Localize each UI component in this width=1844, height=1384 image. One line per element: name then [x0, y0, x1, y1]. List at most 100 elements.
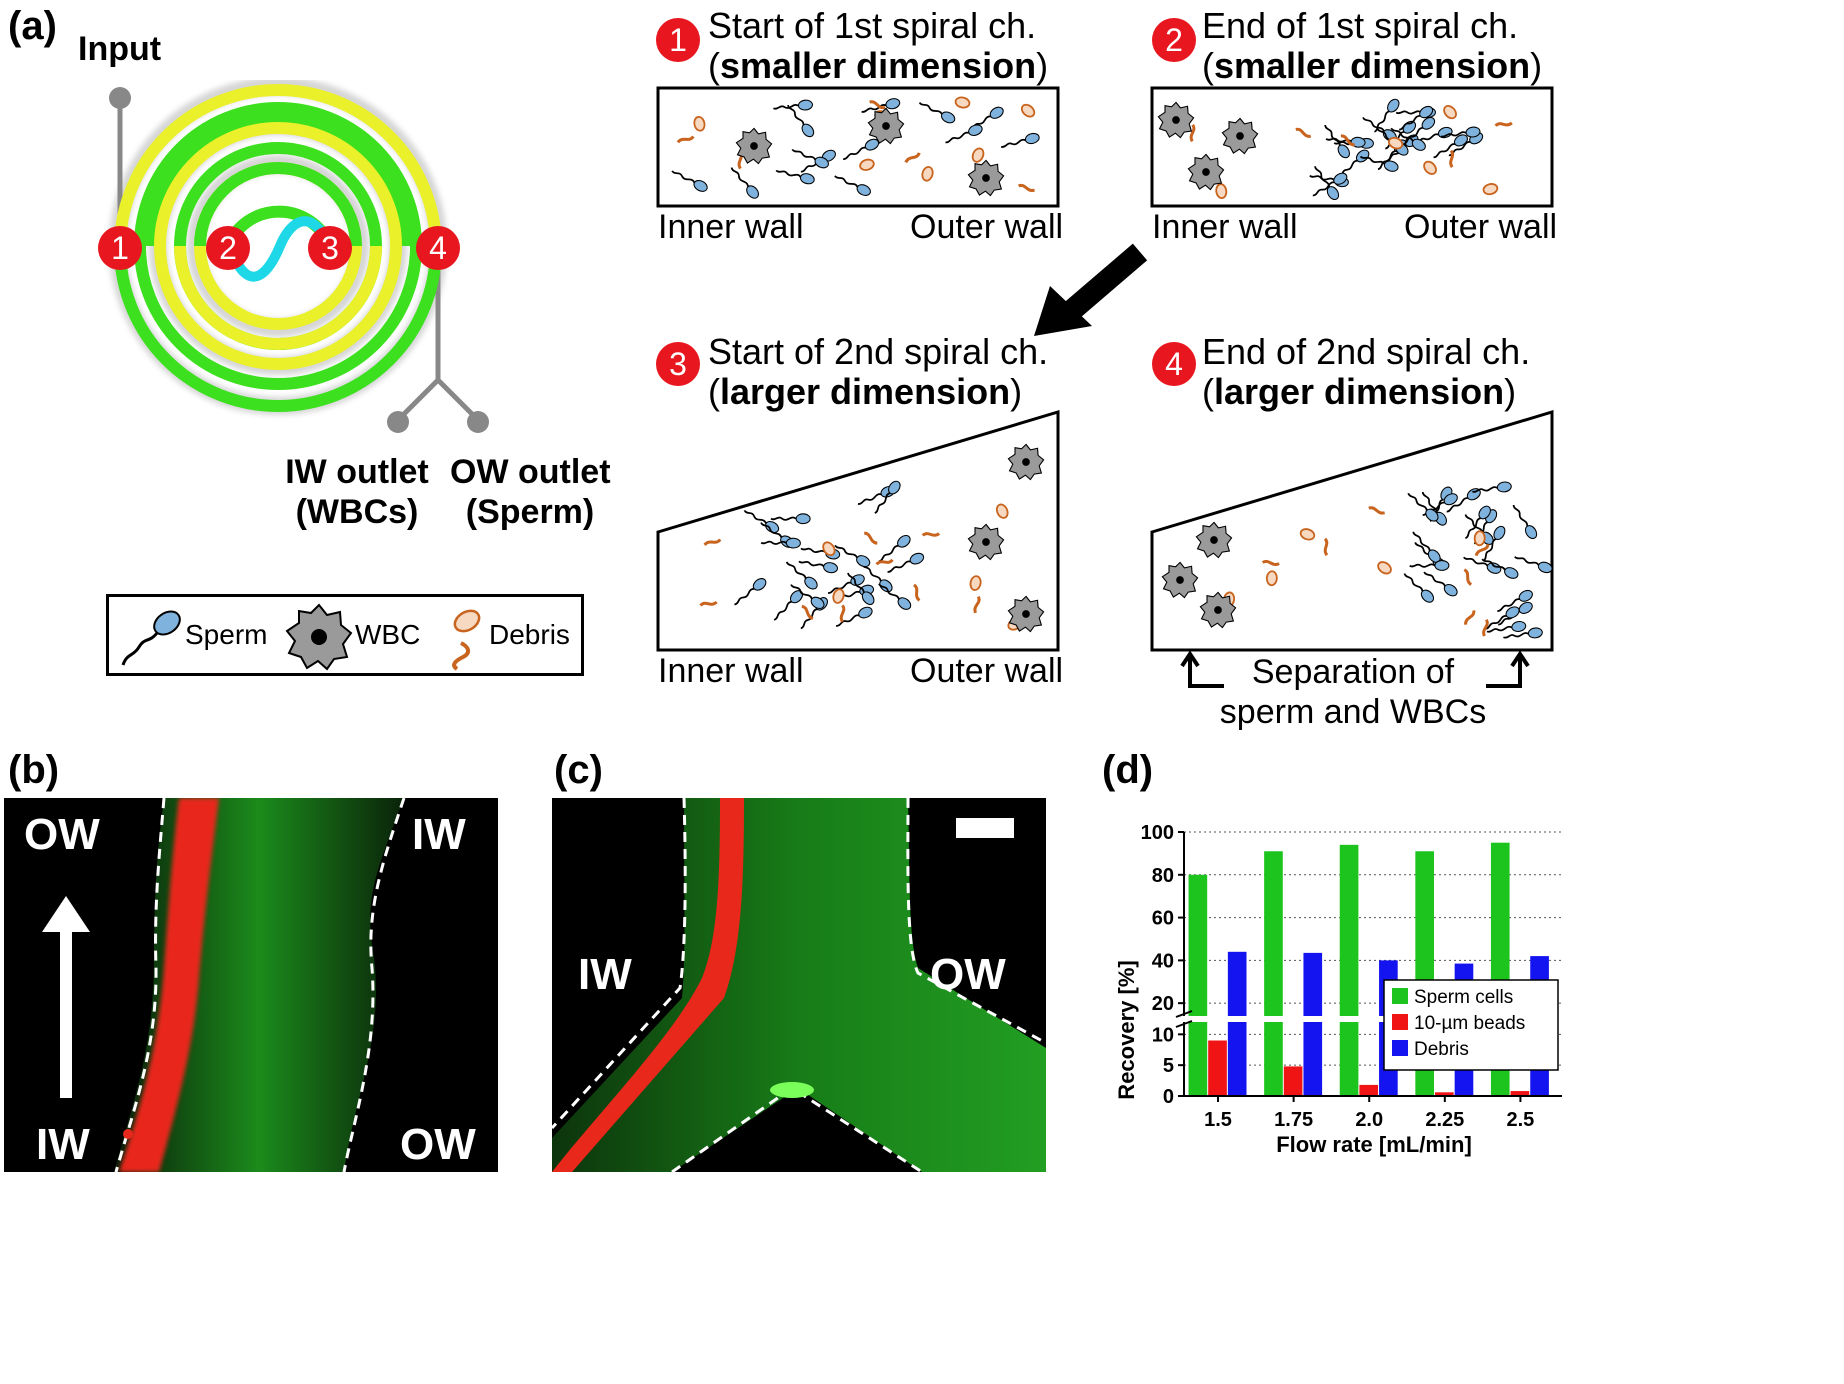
box3-channel: [656, 410, 1060, 652]
chart-legend: Sperm cells 10-µm beads Debris: [1383, 979, 1559, 1071]
wbc-cell: [867, 107, 905, 145]
sperm-cell: [1407, 492, 1439, 522]
sperm-cell: [1497, 589, 1533, 612]
sperm-cell: [1314, 166, 1340, 201]
debris-particle: [832, 588, 845, 604]
box2-badge: 2: [1152, 18, 1196, 62]
box1-inner-wall: Inner wall: [658, 208, 804, 246]
box1-channel: [656, 86, 1060, 208]
debris-particle: [863, 531, 878, 545]
sperm-cell: [874, 480, 901, 514]
sperm-cell: [760, 537, 801, 549]
bar-upper-0-1: [1264, 851, 1283, 1016]
debris-particle: [693, 115, 706, 132]
box1-badge: 1: [656, 18, 700, 62]
sperm-cell: [1399, 105, 1434, 131]
box3-outer-wall: Outer wall: [910, 652, 1064, 690]
sperm-cell: [945, 124, 983, 144]
wbc-cell: [1007, 595, 1045, 633]
bar-upper-0-4: [1490, 842, 1510, 1016]
wbc-cell: [1187, 153, 1225, 191]
wbc-cell: [1195, 521, 1233, 559]
panel-c-left: IW: [578, 950, 632, 999]
debris-particle: [1473, 530, 1486, 547]
marker-4: 4: [416, 226, 460, 270]
box4-title: End of 2nd spiral ch.: [1202, 331, 1531, 372]
y-tick-label: 60: [1152, 908, 1174, 930]
bar-1-3: [1434, 1092, 1454, 1096]
legend-debris: Debris: [489, 619, 570, 650]
debris-particle: [1423, 160, 1437, 175]
sperm-cell: [734, 578, 767, 606]
debris-particle: [912, 583, 921, 602]
bar-upper-2-1: [1303, 952, 1323, 1016]
sperm-cell: [1359, 155, 1399, 172]
sperm-cell: [1463, 556, 1502, 574]
debris-particle: [839, 604, 846, 623]
debris-particle: [1189, 124, 1196, 143]
bar-2-1: [1303, 1022, 1323, 1096]
x-axis-label: Flow rate [mL/min]: [1276, 1132, 1472, 1157]
sperm-cell: [1503, 627, 1543, 639]
panel-c-right: OW: [930, 950, 1006, 999]
y-tick-label: 80: [1152, 865, 1174, 887]
transition-arrow: [1034, 243, 1148, 336]
box2-outer-wall: Outer wall: [1404, 208, 1558, 246]
sperm-cell: [1390, 127, 1426, 151]
debris-particle: [1482, 183, 1499, 196]
sperm-cell: [878, 583, 912, 610]
box1-subtitle: (smaller dimension): [708, 45, 1049, 86]
bar-upper-0-0: [1188, 874, 1208, 1016]
panel-b-bottom-left: IW: [36, 1120, 90, 1169]
sperm-cell: [775, 169, 815, 185]
box4-badge: 4: [1152, 342, 1196, 386]
bar-1-1: [1283, 1066, 1303, 1096]
sperm-cell: [1433, 134, 1468, 159]
box3-inner-wall: Inner wall: [658, 652, 804, 690]
wbc-cell: [1007, 443, 1045, 481]
spiral-device: [109, 80, 489, 433]
debris-particle: [1449, 149, 1455, 168]
y-axis-label: Recovery [%]: [1114, 960, 1139, 1099]
debris-particle: [1020, 103, 1036, 118]
inner-wall-up-arrow: [1180, 650, 1224, 688]
y-tick-label: 100: [1141, 822, 1174, 844]
legend-beads: 10-µm beads: [1414, 1013, 1525, 1034]
bar-2-0: [1227, 1022, 1247, 1096]
wbc-cell: [967, 159, 1005, 197]
sperm-cell: [730, 167, 759, 199]
sperm-cell: [1325, 136, 1366, 148]
x-tick-label: 2.5: [1507, 1109, 1535, 1131]
sperm-cell: [861, 98, 901, 113]
sperm-cell: [847, 572, 875, 605]
iw-outlet-label: IW outlet(WBCs): [285, 453, 429, 531]
outer-wall-up-arrow: [1486, 650, 1530, 688]
debris-particle: [969, 575, 982, 591]
box2-title: End of 1st spiral ch.: [1202, 5, 1519, 46]
debris-particle: [1368, 506, 1386, 515]
sperm-cell: [887, 552, 925, 573]
debris-particle: [1295, 127, 1311, 138]
debris-particle: [1482, 618, 1489, 637]
sperm-cell: [834, 175, 871, 196]
panel-a-label: (a): [8, 4, 57, 48]
box4-channel: [1150, 410, 1554, 652]
sperm-cell: [1312, 172, 1348, 197]
sperm-cell: [1481, 558, 1519, 579]
sperm-cell: [798, 560, 838, 574]
debris-particle: [875, 558, 894, 566]
sperm-cell: [1484, 606, 1520, 630]
ow-outlet-label: OW outlet(Sperm): [450, 453, 611, 531]
debris-particle: [1215, 183, 1228, 199]
box1-outer-wall: Outer wall: [910, 208, 1064, 246]
debris-particle: [1494, 121, 1513, 127]
x-tick-label: 2.0: [1355, 1109, 1383, 1131]
panel-d-label: (d): [1102, 748, 1154, 792]
input-label: Input: [78, 30, 162, 68]
debris-particle: [1474, 543, 1490, 557]
bar-1-0: [1208, 1040, 1227, 1096]
debris-particle: [973, 595, 981, 614]
wbc-cell: [1161, 561, 1199, 599]
